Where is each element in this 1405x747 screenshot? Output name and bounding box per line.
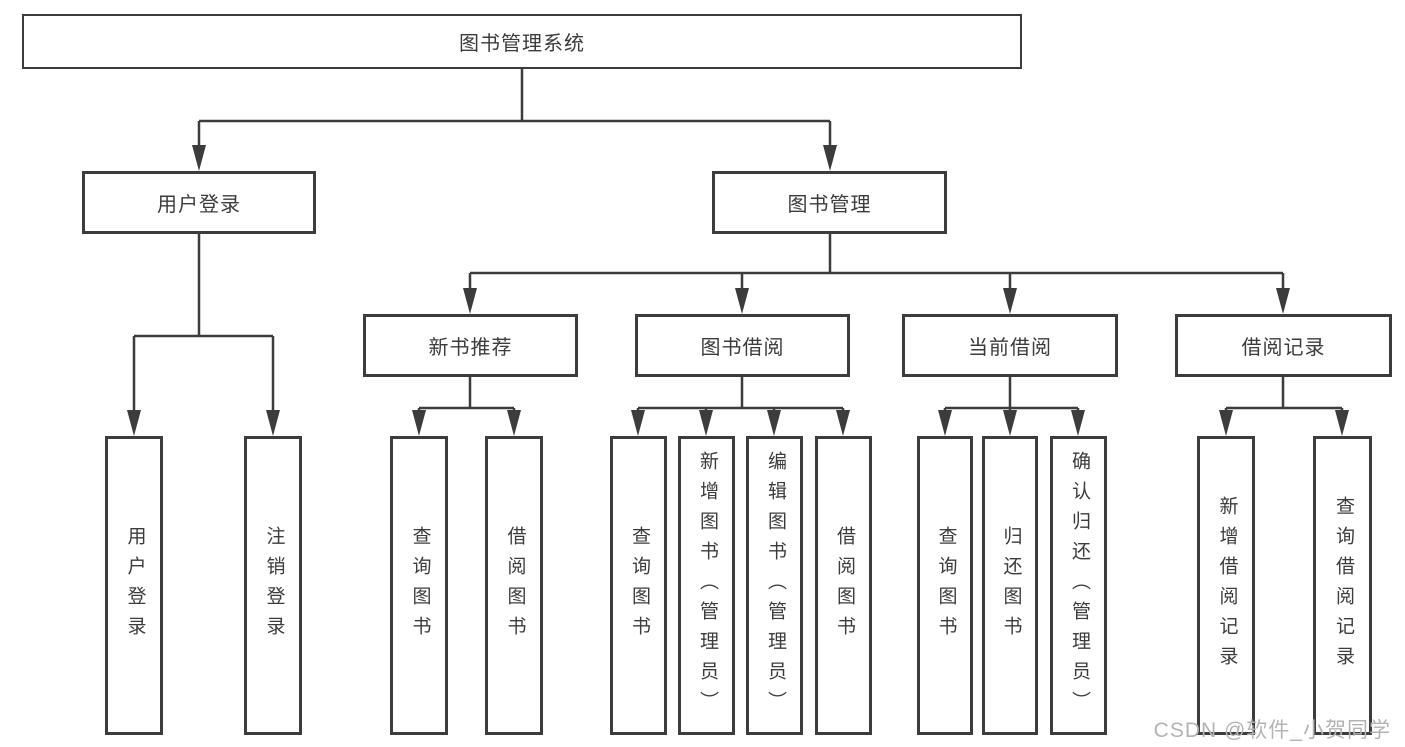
node-user-login: 用户登录	[82, 171, 316, 234]
node-book-management: 图书管理	[712, 171, 947, 234]
leaf-add-books-admin: 新增图书（管理员）	[678, 436, 735, 735]
leaf-label: 确认归还（管理员）	[1068, 450, 1090, 721]
leaf-label: 新增借阅记录	[1216, 495, 1238, 676]
leaf-label: 借阅图书	[833, 525, 855, 646]
leaf-borrow-books-recommend: 借阅图书	[485, 436, 543, 735]
leaf-label: 注销登录	[263, 525, 285, 646]
leaf-return-books: 归还图书	[982, 436, 1038, 735]
node-label: 当前借阅	[968, 337, 1052, 359]
leaf-query-borrow-record: 查询借阅记录	[1313, 436, 1372, 735]
leaf-label: 新增图书（管理员）	[696, 450, 718, 721]
leaf-label: 用户登录	[124, 525, 146, 646]
leaf-label: 查询图书	[409, 525, 431, 646]
leaf-borrow-books: 借阅图书	[815, 436, 872, 735]
arrowheads	[127, 145, 1349, 436]
leaf-query-books-borrow: 查询图书	[610, 436, 667, 735]
node-current-borrow: 当前借阅	[902, 314, 1118, 377]
leaf-label: 归还图书	[1000, 525, 1022, 646]
node-library-management-system: 图书管理系统	[22, 14, 1022, 69]
csdn-watermark: CSDN @软件_小贺同学	[1153, 719, 1391, 742]
node-label: 图书借阅	[700, 337, 785, 359]
leaf-add-borrow-record: 新增借阅记录	[1197, 436, 1255, 735]
leaf-label: 编辑图书（管理员）	[764, 450, 786, 721]
leaf-query-books-recommend: 查询图书	[390, 436, 448, 735]
leaf-logout: 注销登录	[244, 436, 302, 735]
node-label: 图书管理系统	[459, 33, 585, 55]
leaf-user-login: 用户登录	[105, 436, 163, 735]
leaf-query-books-current: 查询图书	[917, 436, 973, 735]
leaf-confirm-return-admin: 确认归还（管理员）	[1050, 436, 1107, 735]
leaf-label: 查询图书	[935, 525, 957, 646]
leaf-label: 查询图书	[628, 525, 650, 646]
node-label: 用户登录	[157, 194, 241, 216]
leaf-edit-books-admin: 编辑图书（管理员）	[746, 436, 803, 735]
leaf-label: 查询借阅记录	[1332, 495, 1354, 676]
node-book-borrow: 图书借阅	[635, 314, 850, 377]
node-label: 借阅记录	[1241, 337, 1326, 359]
node-label: 新书推荐	[428, 337, 513, 359]
node-label: 图书管理	[787, 194, 872, 216]
node-borrow-records: 借阅记录	[1175, 314, 1392, 377]
node-new-book-recommend: 新书推荐	[363, 314, 578, 377]
leaf-label: 借阅图书	[504, 525, 526, 646]
